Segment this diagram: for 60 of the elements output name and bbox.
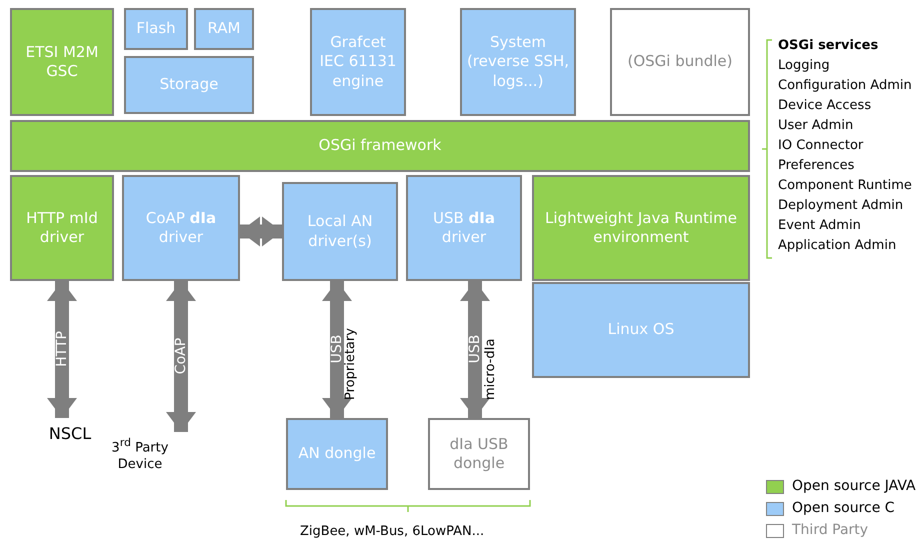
edge-label: USB [467, 333, 483, 365]
box-label: Flash [135, 19, 177, 39]
box-label: USB dIa driver [432, 208, 496, 248]
component-box [286, 418, 388, 490]
edge-label: USB [329, 334, 345, 363]
box-label: AN dongle [297, 444, 377, 464]
component-box [282, 182, 398, 281]
component-box [406, 175, 522, 281]
service-item: Component Runtime [778, 178, 912, 193]
edge-note: Proprietary [343, 328, 358, 400]
double-arrow [322, 281, 352, 418]
service-item: Device Access [778, 98, 872, 113]
service-item: Logging [778, 58, 830, 73]
group-note: ZigBee, wM-Bus, 6LowPAN... [300, 524, 484, 539]
component-box [10, 8, 114, 116]
double-arrow [240, 216, 282, 246]
box-label: Linux OS [606, 320, 676, 340]
box-label: HTTP mId driver [25, 208, 99, 248]
service-item: Preferences [778, 158, 854, 173]
component-box [532, 282, 750, 378]
box-label: (OSGi bundle) [626, 52, 734, 72]
box-label: Lightweight Java Runtime environment [544, 208, 738, 248]
endpoint-label: NSCL [48, 424, 92, 444]
component-box [124, 56, 254, 114]
edge-label: HTTP [54, 330, 70, 368]
service-item: Application Admin [778, 238, 896, 253]
endpoint-label: 3$^{rd}$ Party Device [110, 436, 170, 474]
service-item: Configuration Admin [778, 78, 912, 93]
component-box [124, 8, 188, 50]
component-box [310, 8, 406, 116]
component-box [10, 175, 114, 281]
legend-label: Third Party [792, 522, 868, 538]
component-box [532, 175, 750, 281]
edge-label: CoAP [173, 336, 189, 376]
edge-note: micro-dIa [483, 338, 498, 400]
box-label: CoAP dIa driver [144, 208, 218, 248]
service-item: IO Connector [778, 138, 864, 153]
box-label: OSGi framework [318, 136, 442, 156]
service-item: Event Admin [778, 218, 861, 233]
box-label: ETSI M2M GSC [24, 42, 100, 82]
service-item: Deployment Admin [778, 198, 904, 213]
service-item: User Admin [778, 118, 854, 133]
box-label: dIa USB dongle [448, 434, 510, 474]
component-box [610, 8, 750, 116]
double-arrow [47, 281, 77, 418]
component-box [428, 418, 530, 490]
double-arrow [166, 281, 196, 432]
double-arrow [460, 281, 490, 418]
list-heading: OSGi services [778, 38, 878, 53]
component-box [10, 120, 750, 172]
legend-label: Open source JAVA [792, 478, 916, 494]
legend-label: Open source C [792, 500, 895, 516]
box-label: Local AN driver(s) [306, 212, 374, 251]
box-label: Storage [158, 75, 220, 95]
box-label: RAM [206, 19, 242, 39]
box-label: Grafcet IEC 61131 engine [318, 32, 398, 92]
component-box [460, 8, 576, 116]
box-label: System (reverse SSH, logs...) [466, 32, 570, 92]
component-box [194, 8, 254, 50]
component-box [122, 175, 240, 281]
